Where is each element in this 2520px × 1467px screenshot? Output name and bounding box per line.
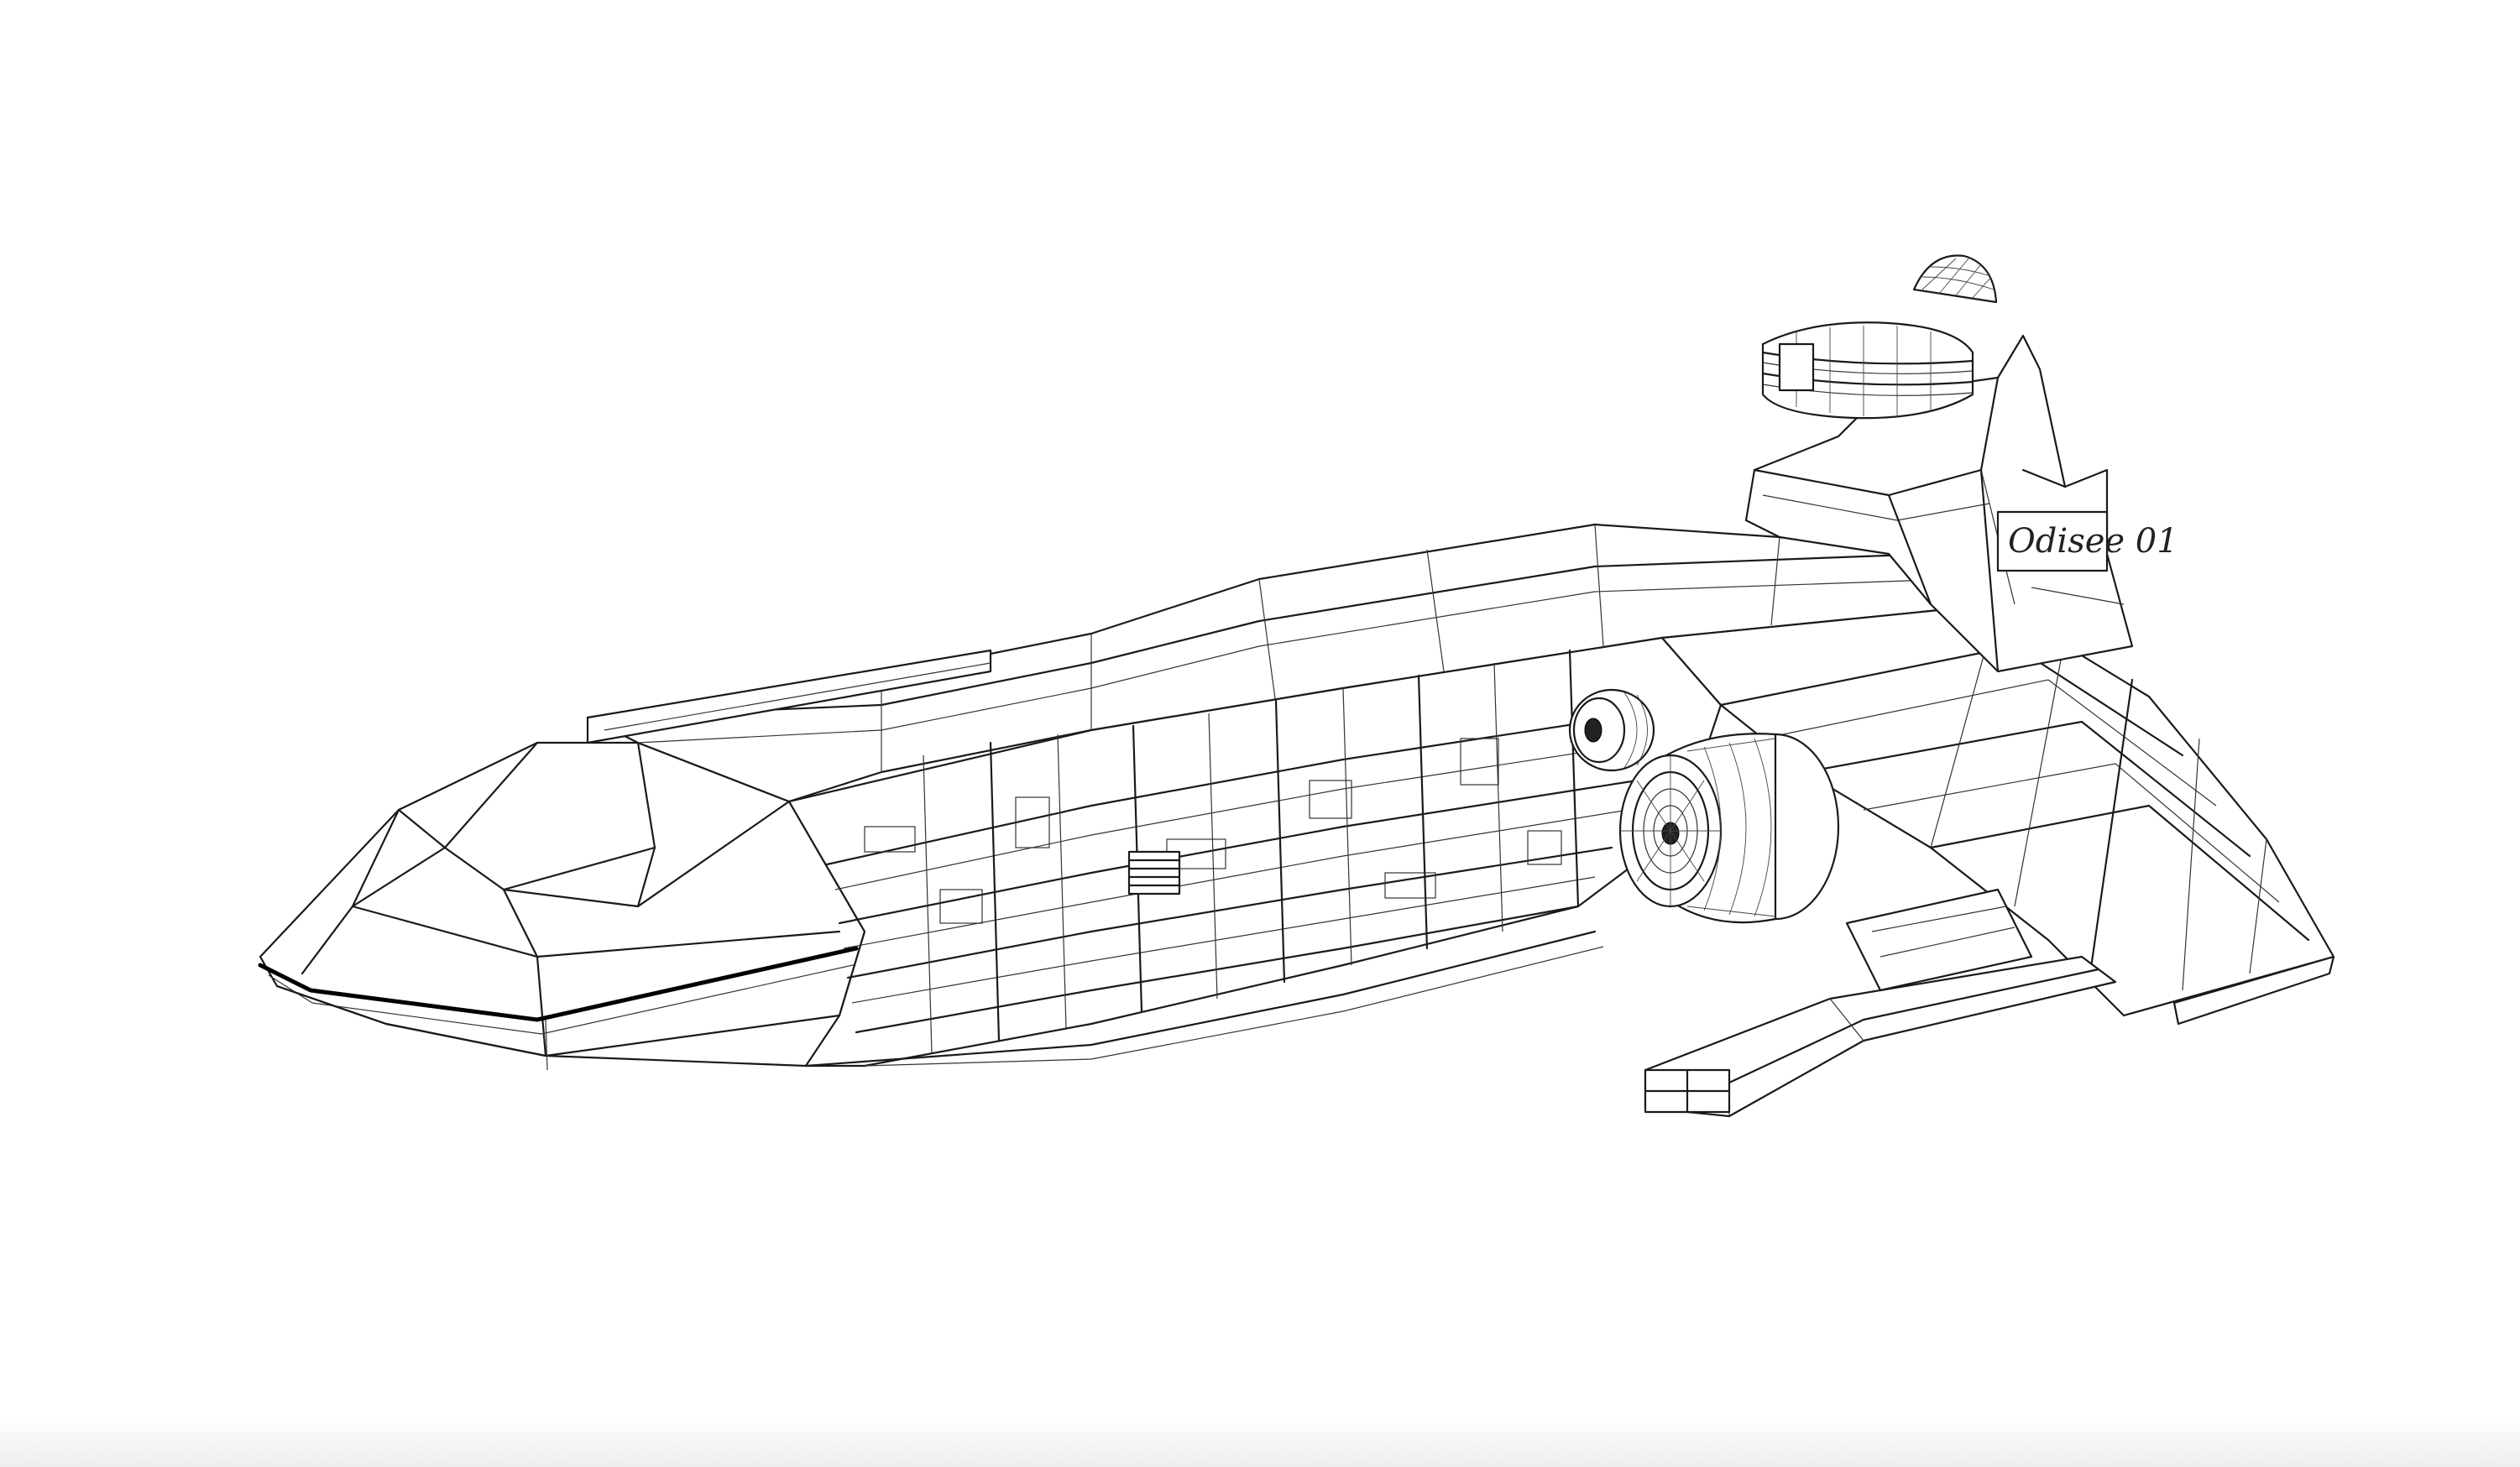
hull-name-label: Odisee 01 xyxy=(2008,522,2178,561)
vent-grille xyxy=(1127,850,1181,895)
main-engine xyxy=(1618,733,1840,924)
secondary-engine xyxy=(1568,688,1655,772)
antenna-dish xyxy=(1912,254,1998,304)
upper-hull-plate xyxy=(586,649,992,744)
lower-strut xyxy=(1644,888,2117,1118)
main-fuselage xyxy=(586,523,2000,1068)
bottom-shadow xyxy=(0,1417,2520,1467)
rear-tower: Odisee 01 xyxy=(1744,334,2178,673)
habitat-ring xyxy=(1761,321,1974,420)
nose-cone xyxy=(258,741,866,1071)
